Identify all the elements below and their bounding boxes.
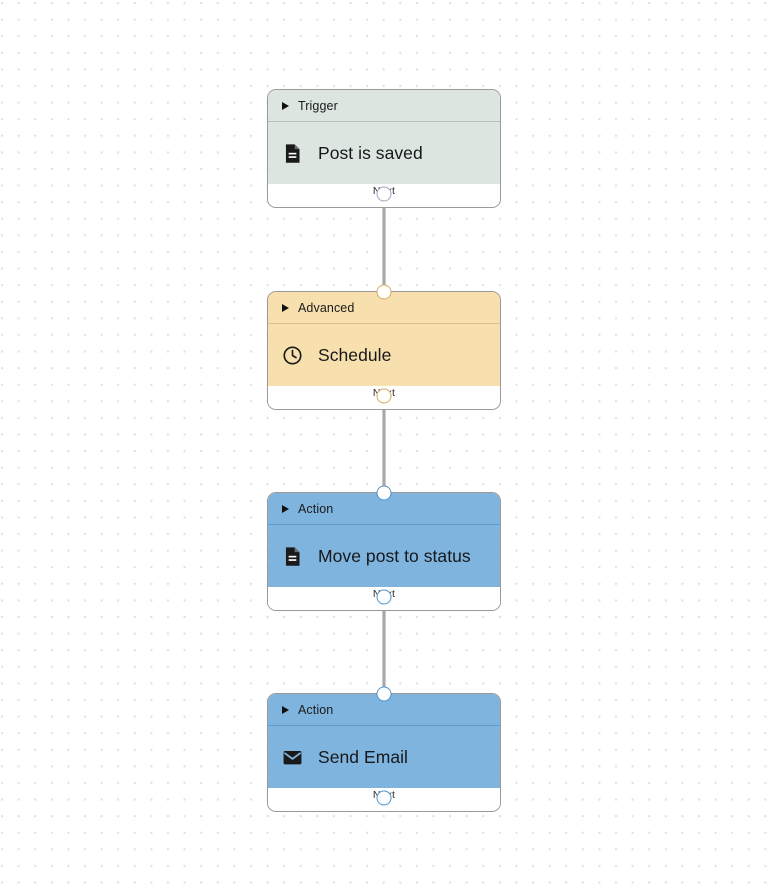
workflow-node-send-email[interactable]: Action Send Email Next (267, 693, 501, 812)
document-icon (282, 143, 303, 164)
chevron-right-icon[interactable] (282, 101, 289, 110)
node-body-trigger[interactable]: Post is saved (268, 122, 500, 184)
clock-icon (282, 345, 303, 366)
node-handle-move-post-in[interactable] (376, 485, 392, 501)
node-title: Send Email (318, 746, 408, 767)
node-header-trigger[interactable]: Trigger (268, 90, 500, 121)
node-header-advanced[interactable]: Advanced (268, 292, 500, 323)
node-body-action-move-post[interactable]: Move post to status (268, 525, 500, 587)
node-divider (268, 323, 500, 324)
node-category-label: Action (298, 501, 334, 516)
node-title: Move post to status (318, 545, 471, 566)
document-icon (282, 546, 303, 567)
node-handle-send-email-out[interactable] (376, 790, 392, 806)
chevron-right-icon[interactable] (282, 705, 289, 714)
node-category-label: Trigger (298, 98, 338, 113)
node-handle-advanced-out[interactable] (376, 388, 392, 404)
node-handle-advanced-in[interactable] (376, 284, 392, 300)
node-divider (268, 121, 500, 122)
node-title: Schedule (318, 344, 392, 365)
chevron-right-icon[interactable] (282, 504, 289, 513)
node-title: Post is saved (318, 142, 423, 163)
node-divider (268, 524, 500, 525)
node-category-label: Advanced (298, 300, 355, 315)
chevron-right-icon[interactable] (282, 303, 289, 312)
envelope-icon (282, 747, 303, 768)
node-divider (268, 725, 500, 726)
node-body-action-send-email[interactable]: Send Email (268, 726, 500, 788)
node-handle-move-post-out[interactable] (376, 589, 392, 605)
node-handle-trigger-out[interactable] (376, 186, 392, 202)
node-body-advanced[interactable]: Schedule (268, 324, 500, 386)
node-category-label: Action (298, 702, 334, 717)
node-handle-send-email-in[interactable] (376, 686, 392, 702)
workflow-node-move-post-to-status[interactable]: Action Move post to status Next (267, 492, 501, 611)
